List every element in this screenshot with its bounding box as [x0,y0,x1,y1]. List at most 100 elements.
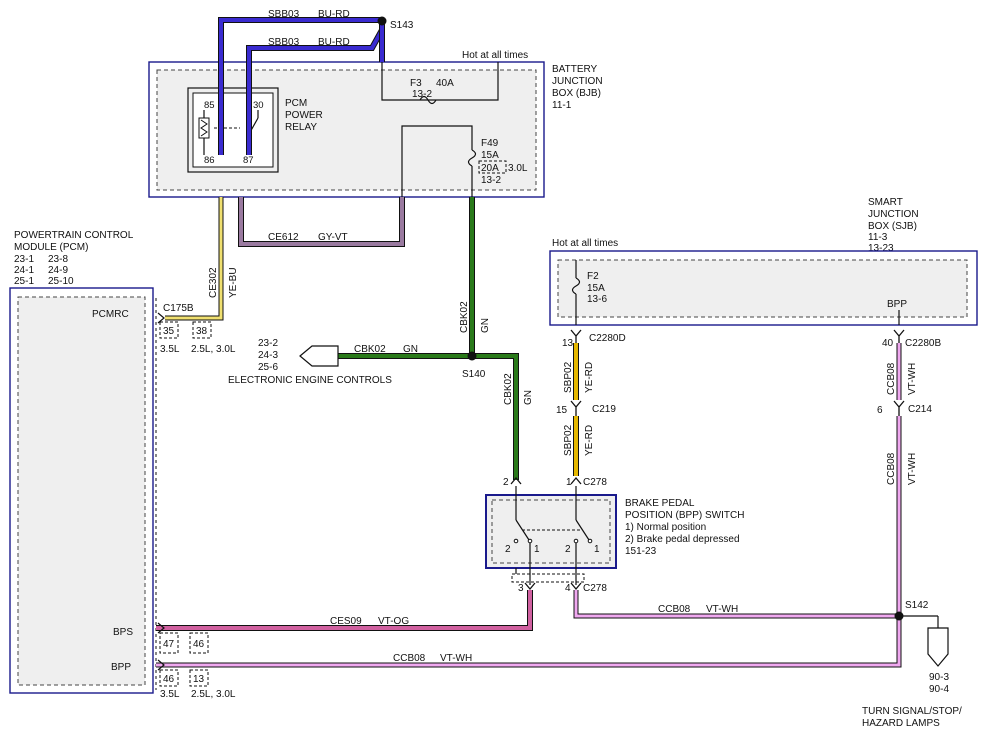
battery-junction-box: BATTERY JUNCTION BOX (BJB) 11-1 Hot at a… [148,50,603,198]
f49-name: F49 [481,138,499,149]
pcmrc-pin-arrow [157,312,165,324]
f2-fuse-symbol [571,277,581,295]
pin46b-box [159,669,179,687]
relay-pin85: 85 [204,100,215,111]
bpp-sw-right-2: 2 [565,544,571,555]
bpp-switch: 2 1 C278 2 1 2 1 3 4 C278 BRAKE PEDAL PO… [485,476,744,594]
pcm-pin-pcmrc: PCMRC [92,309,129,320]
relay-title-line1: PCM [285,98,307,109]
s142-label: S142 [905,600,929,611]
eec-connector-icon [299,345,339,367]
relay-outer [187,87,279,173]
c278-pin2-icon [510,476,522,485]
bpp-sw-left-2: 2 [505,544,511,555]
f49-alt-note: 3.0L [508,163,528,174]
bjb-title-line1: BATTERY [552,64,598,75]
sjb-title-line3: BOX (SJB) [868,221,917,232]
pcm-ref-b1: 23-8 [48,254,68,265]
ccb08-pin40: 40 [882,338,894,349]
bpp-right-contact2 [573,538,579,544]
bpp-right-blade [575,519,590,541]
relay-pin30: 30 [253,100,264,111]
bpp-title-line1: BRAKE PEDAL [625,498,695,509]
sbp02-color1: YE-RD [584,362,595,393]
ccb08-b-id: CCB08 [393,653,426,664]
f2-name: F2 [587,271,599,282]
pcm-pin46a: 46 [193,639,205,650]
pcm-note-35: 3.5L [160,344,180,355]
bpp-left-contact2 [513,538,519,544]
c2280b-connector-icon [893,329,905,343]
cbk02-up-color: GN [480,318,491,333]
s140-label: S140 [462,369,486,380]
sbb03-b-color: BU-RD [318,37,350,48]
eec-ref3: 25-6 [258,362,278,373]
bpp-pin1: 1 [566,477,572,488]
bpp-right-contact1 [587,538,593,544]
ce302-id: CE302 [208,267,219,298]
bpp-note1: 1) Normal position [625,522,706,533]
pcm-ref-b3: 25-10 [48,276,74,287]
relay-title-line2: POWER [285,110,323,121]
bpp-pin-arrow [157,659,165,671]
sjb-title-line2: JUNCTION [868,209,919,220]
c214-connector-icon [893,400,905,416]
sjb-inner [557,259,968,318]
eec-ref1: 23-2 [258,338,278,349]
bpp-pin4: 4 [565,583,571,594]
sbb03-b-wire [247,29,384,155]
relay-title-line3: RELAY [285,122,317,133]
ccb08-r-color2: VT-WH [907,453,918,485]
bpp-sw-right-1: 1 [594,544,600,555]
eec-name: ELECTRONIC ENGINE CONTROLS [228,375,392,386]
ccb08-r-id2: CCB08 [886,452,897,485]
pin13-box [189,669,209,687]
sbb03-a-wire [219,18,382,155]
ccb08-b-wire [156,616,901,667]
relay-pin86: 86 [204,155,215,166]
ccb08-conn1: C2280B [905,338,941,349]
pcm-pin47: 47 [163,639,175,650]
sjb-title-line5: 13-23 [868,243,894,254]
f49-ref: 13-2 [481,175,501,186]
ce612-wire-group: CE612 GY-VT [238,197,405,247]
c2280d-connector-icon [570,329,582,343]
sbb03-wires: S143 SBB03 BU-RD SBB03 BU-RD [218,9,414,155]
bpp-conn-top: C278 [583,477,607,488]
ccb08-r-color1: VT-WH [907,363,918,395]
cbk02-left-color: GN [403,344,418,355]
ce612-id: CE612 [268,232,299,243]
f49-fuse-symbol [467,149,477,167]
lamps-ref2: 90-4 [929,684,949,695]
bpp-ref: 151-23 [625,546,657,557]
pcm-title-line2: MODULE (PCM) [14,242,88,253]
cbk02-main-outline [469,197,519,480]
ce612-wire [239,197,404,246]
c278-bottom-dash [511,573,585,583]
bpp-sw-left-1: 1 [534,544,540,555]
f3-bus-line [381,62,499,101]
ccb08-r-id1: CCB08 [886,362,897,395]
pcm-pin38: 38 [196,326,208,337]
ce612-color: GY-VT [318,232,348,243]
bps-pin-arrow [157,622,165,634]
sbp02-id1: SBP02 [563,361,574,393]
cbk02-down-id: CBK02 [503,373,514,405]
sjb-title-line1: SMART [868,197,903,208]
relay-coil-winding [200,119,208,137]
pcm-ref-b2: 24-9 [48,265,68,276]
sjb-pin-bpp: BPP [887,299,907,310]
relay-inner [192,92,274,168]
bpp-title-line2: POSITION (BPP) SWITCH [625,510,744,521]
pin38-box [192,321,212,339]
cbk02-wire-group: S140 CBK02 GN CBK02 GN CBK02 GN 23-2 24-… [228,197,534,480]
pcm-note-13: 2.5L, 3.0L [191,689,236,700]
pcm-pin-bps: BPS [113,627,133,638]
f3-fuse-symbol [419,95,437,105]
bjb-title-line4: 11-1 [552,100,572,111]
bjb-title-line3: BOX (BJB) [552,88,601,99]
pcm-conn-c175b: C175B [163,303,194,314]
pcm-pin35: 35 [163,326,175,337]
bpp-pin3: 3 [518,583,524,594]
